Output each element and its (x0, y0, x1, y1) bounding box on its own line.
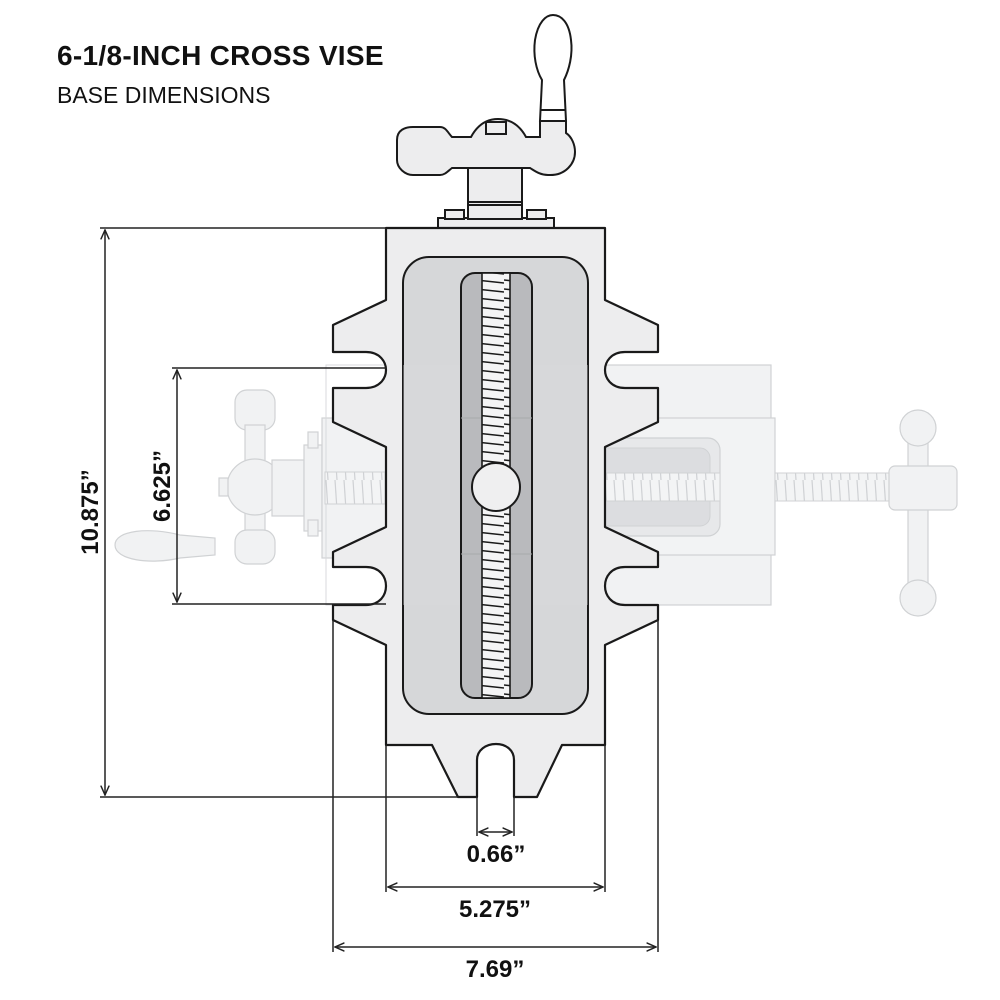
ghost-right-handle-icon (888, 409, 958, 617)
diagram-title: 6-1/8-INCH CROSS VISE (57, 40, 384, 71)
ghost-cross-slide (114, 364, 958, 617)
lever-grip-icon (533, 13, 573, 122)
dim-label-slot-spacing: 6.625” (149, 450, 176, 522)
dim-label-overall-width: 7.69” (466, 956, 525, 983)
vise-base (331, 226, 660, 799)
ball-nut (471, 462, 521, 512)
diagram-subtitle: BASE DIMENSIONS (57, 82, 271, 108)
dimension-lines (100, 227, 659, 952)
dim-label-overall-length: 10.875” (77, 469, 104, 554)
dim-label-body-width: 5.275” (459, 896, 531, 923)
ghost-left-handle-icon (114, 389, 323, 565)
top-handle-assembly (396, 13, 577, 229)
dim-label-slot-width: 0.66” (467, 841, 526, 868)
